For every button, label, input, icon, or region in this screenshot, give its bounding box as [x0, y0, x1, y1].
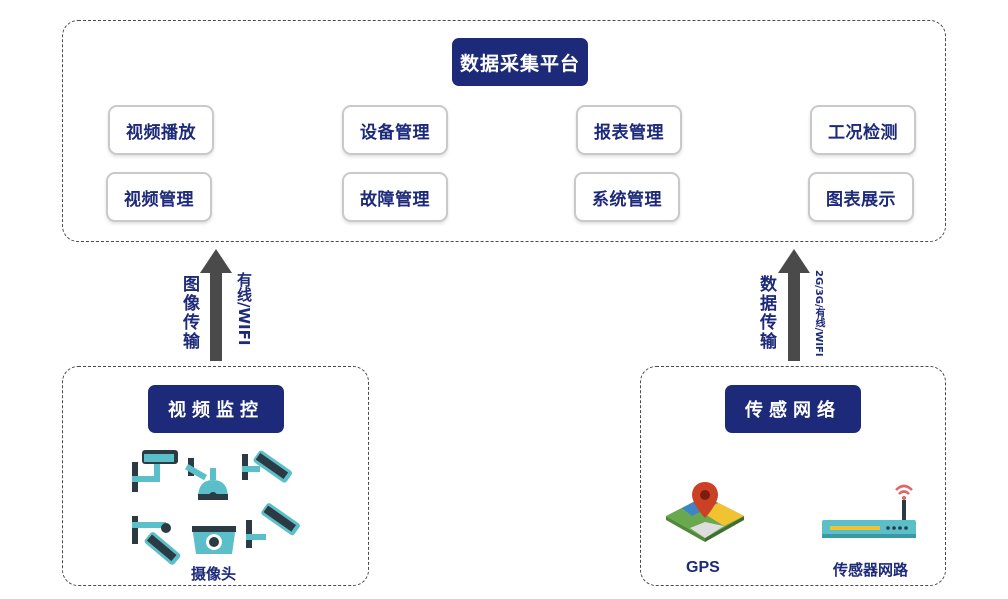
module-condition-monitoring-button[interactable]: 工况检测 — [810, 105, 916, 155]
data-transmission-label: 数据传输 — [756, 275, 776, 351]
security-camera-icon — [132, 450, 300, 565]
video-upload-arrow — [200, 249, 232, 361]
module-video-management-button[interactable]: 视频管理 — [106, 172, 212, 222]
module-system-management-button[interactable]: 系统管理 — [574, 172, 680, 222]
map-pin-icon — [666, 482, 744, 542]
data-upload-arrow — [778, 249, 810, 361]
module-report-management-button[interactable]: 报表管理 — [576, 105, 682, 155]
gps-caption: GPS — [686, 559, 720, 576]
image-transmission-label: 图像传输 — [179, 275, 199, 351]
video-monitor-container — [62, 366, 369, 586]
module-video-playback-button[interactable]: 视频播放 — [108, 105, 214, 155]
data-platform-container — [62, 20, 946, 242]
platform-title: 数据采集平台 — [452, 38, 588, 86]
module-device-management-button[interactable]: 设备管理 — [342, 105, 448, 155]
video-monitor-title: 视频监控 — [148, 385, 284, 433]
sensor-network-container — [640, 366, 946, 586]
camera-caption: 摄像头 — [191, 565, 237, 583]
module-chart-display-button[interactable]: 图表展示 — [808, 172, 914, 222]
sensor-router-caption: 传感器网路 — [833, 561, 909, 579]
data-transmission-method: 2G/3G/有线/WIFI — [813, 270, 824, 357]
wifi-router-icon — [822, 484, 916, 538]
module-fault-management-button[interactable]: 故障管理 — [342, 172, 448, 222]
image-transmission-method: 有线/WIFI — [235, 272, 253, 346]
sensor-network-title: 传感网络 — [725, 385, 861, 433]
